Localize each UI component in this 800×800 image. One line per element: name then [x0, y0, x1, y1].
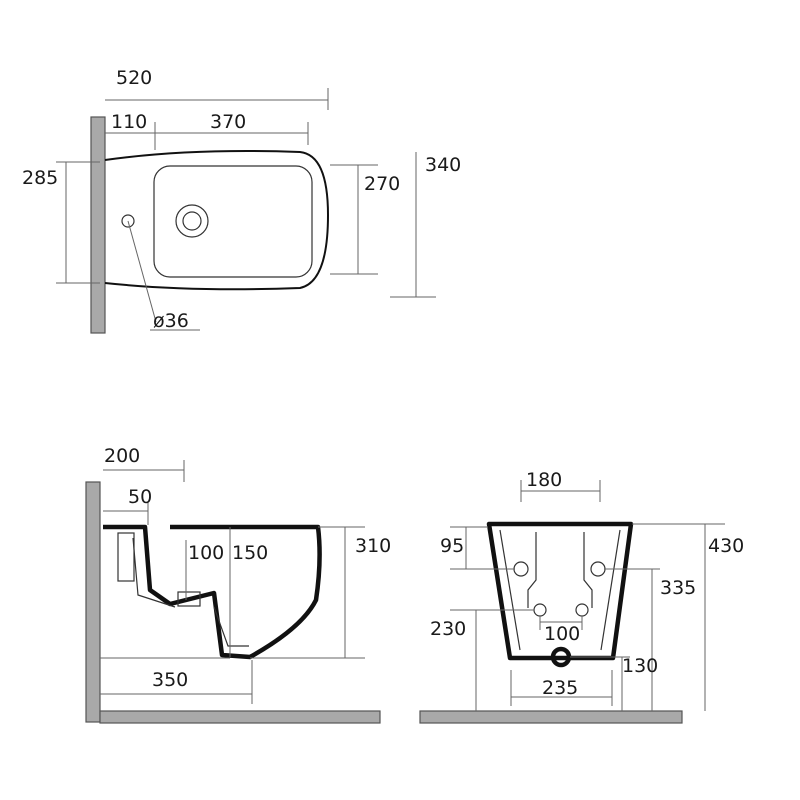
front-inlet-left-icon — [533, 603, 547, 617]
dim-overall-length: 520 — [116, 67, 152, 89]
top-view: 520 110 370 285 270 340 ø36 — [22, 67, 461, 334]
dim-inlet-offset: 50 — [128, 486, 152, 508]
tap-hole-icon — [121, 214, 135, 228]
dim-inlet-spacing: 100 — [544, 623, 580, 645]
drain-outer-icon — [175, 204, 209, 238]
dim-base-width: 235 — [542, 677, 578, 699]
bowl-outline — [153, 165, 313, 278]
dim-fixing-spacing: 285 — [22, 167, 58, 189]
drain-inner-icon — [182, 211, 202, 231]
side-inner-contour — [132, 537, 249, 647]
bidet-side-profile — [103, 524, 322, 660]
front-center-channel — [527, 532, 593, 608]
dim-projection: 200 — [104, 445, 140, 467]
front-fixing-right-icon — [590, 561, 606, 577]
top-view-wall — [90, 116, 106, 334]
dim-upper-offset: 95 — [440, 535, 464, 557]
dim-depth: 350 — [152, 669, 188, 691]
side-outlet-stub — [177, 591, 201, 607]
front-view-floor — [419, 710, 683, 724]
dim-waste-height: 130 — [622, 655, 658, 677]
front-inner-left — [499, 529, 521, 651]
dim-wall-offset: 110 — [111, 111, 147, 133]
bidet-top-outline — [104, 150, 330, 291]
front-fixing-left-icon — [513, 561, 529, 577]
dim-b: 150 — [232, 542, 268, 564]
front-waste-icon — [550, 646, 572, 668]
dim-mid-height: 335 — [660, 577, 696, 599]
front-inlet-right-icon — [575, 603, 589, 617]
side-inlet-box — [117, 532, 135, 582]
side-view: 200 50 100 150 310 350 — [85, 445, 391, 724]
dim-tap-hole: ø36 — [153, 310, 189, 332]
dim-height: 310 — [355, 535, 391, 557]
front-inner-right — [600, 529, 621, 651]
dim-lower-height: 230 — [430, 618, 466, 640]
bidet-front-outline — [486, 521, 634, 661]
side-view-floor — [99, 710, 381, 724]
dim-a: 100 — [188, 542, 224, 564]
dim-total-height: 430 — [708, 535, 744, 557]
side-view-wall — [85, 481, 101, 723]
dim-top-width: 180 — [526, 469, 562, 491]
front-view: 180 95 430 335 230 100 130 235 — [419, 469, 744, 724]
dim-bowl-width: 270 — [364, 173, 400, 195]
dim-overall-width: 340 — [425, 154, 461, 176]
dim-bowl-length: 370 — [210, 111, 246, 133]
